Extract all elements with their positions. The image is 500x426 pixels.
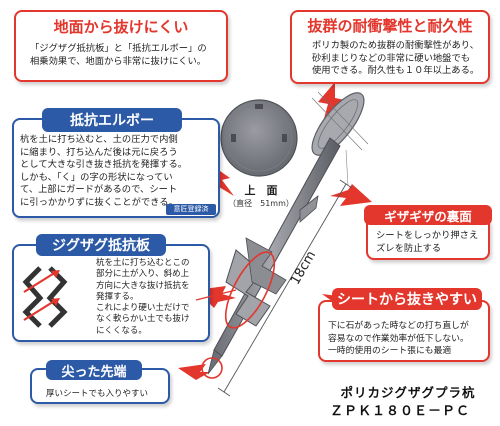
product-code: ＺＰＫ１８０Ｅ－ＰＣ — [329, 404, 470, 419]
zigzag-box-title-pill: ジグザグ抵抗板 — [36, 234, 166, 256]
elbow-box-line-3: として大きな引き抜き抵抗を発揮する。 — [20, 159, 188, 170]
zigzag-box-line-4: 発揮する。 — [96, 291, 139, 302]
highlight-zigzag — [224, 251, 276, 329]
impact-box: 抜群の耐衝撃性と耐久性 ポリカ製のため抜群の耐衝撃性があり、 砂利まじりなどの非… — [290, 10, 490, 84]
zigzag-box-title: ジグザグ抵抗板 — [52, 238, 150, 254]
elbow-box-title: 抵抗エルボー — [70, 113, 154, 129]
elbow-box-line-5: て、上部にガードがあるので、シート — [20, 184, 178, 195]
tip-box-title-pill: 尖った先端 — [46, 360, 142, 380]
zigzag-box-line-5: これにより硬い土だけで — [96, 303, 190, 314]
pointer-arrow-impact — [318, 82, 345, 126]
zigzag-box-line-1: 杭を土に打ち込むとこの — [96, 258, 190, 268]
elbow-box-line-6: に引っかかりずに抜くことができる。 — [20, 196, 178, 208]
tip-box-title: 尖った先端 — [61, 364, 127, 380]
impact-box-line-1: ポリカ製のため抜群の耐衝撃性があり、 — [312, 40, 479, 51]
zigzag-box-line-6: なく軟らかい土でも抜け — [96, 314, 190, 325]
sheet-box: 下に石があった時などの打ち直しが 容易なので作業効率が低下しない。 一時的使用の… — [318, 300, 490, 362]
impact-box-line-3: 使用できる。耐久性も１０年以上ある。 — [312, 65, 480, 76]
zigzag-box: 杭を土に打ち込むとこの 部分に土が入り、斜め上 方向に大きな抜け抵抗を 発揮する… — [12, 244, 210, 342]
tip-box-line-1: 厚いシートでも入りやすい — [46, 389, 149, 399]
elbow-box-line-1: 杭を土に打ち込むと、土の圧力で内側 — [20, 134, 178, 145]
sheet-box-title: シートから抜きやすい — [337, 292, 477, 308]
impact-box-line-2: 砂利まじりなどの非常に硬い地盤でも — [312, 52, 471, 64]
sheet-box-line-1: 下に石があった時などの打ち直しが — [328, 321, 469, 331]
product-name: ポリカジグザグプラ杭 — [340, 385, 476, 400]
stake-head-icon — [311, 91, 369, 156]
zigzag-box-line-2: 部分に土が入り、斜め上 — [96, 269, 190, 280]
top-disc-icon — [220, 99, 298, 177]
ground-box-line-2: 相乗効果で、地面から非常に抜けにくい。 — [30, 55, 207, 67]
elbow-box-line-2: に縮まり、打ち込んだ後は元に戻ろう — [20, 146, 178, 158]
zigzag-back-title-pill: ギザギザの裏面 — [364, 205, 492, 225]
pointer-arrow-zigzag-back — [330, 184, 372, 206]
design-registered-badge: 意匠登録済 — [166, 204, 216, 215]
elbow-box-line-4: しかも、「く」の字の形状になってい — [20, 171, 173, 183]
elbow-box: 杭を土に打ち込むと、土の圧力で内側 に縮まり、打ち込んだ後は元に戻ろう として大… — [12, 118, 220, 218]
top-view-label: 上 面 — [244, 184, 278, 197]
sheet-box-line-2: 容易なので作業効率が低下しない。 — [328, 333, 469, 344]
zigzag-back-line-1: シートをしっかり押さえ — [376, 230, 479, 241]
ground-box: 地面から抜けにくい 「ジグザグ抵抗板」と「抵抗エルボー」の 相乗効果で、地面から… — [14, 10, 228, 82]
zigzag-back-line-2: ズレを防止する — [376, 242, 442, 254]
zigzag-box-line-7: にくくなる。 — [96, 325, 147, 336]
elbow-box-title-pill: 抵抗エルボー — [42, 108, 182, 132]
impact-box-title: 抜群の耐衝撃性と耐久性 — [307, 17, 473, 35]
zigzag-back-title: ギザギザの裏面 — [384, 208, 472, 224]
ground-box-line-1: 「ジグザグ抵抗板」と「抵抗エルボー」の — [30, 43, 207, 54]
top-view-size: （直径 51mm） — [228, 199, 294, 208]
dimension-line — [217, 149, 353, 397]
ground-box-title: 地面から抜けにくい — [53, 18, 189, 36]
sheet-box-title-pill: シートから抜きやすい — [332, 288, 482, 310]
zigzag-box-line-3: 方向に大きな抜け抵抗を — [96, 280, 190, 291]
highlight-tip — [201, 357, 223, 379]
sheet-box-line-3: 一時的使用のシート張にも最適 — [328, 346, 452, 356]
